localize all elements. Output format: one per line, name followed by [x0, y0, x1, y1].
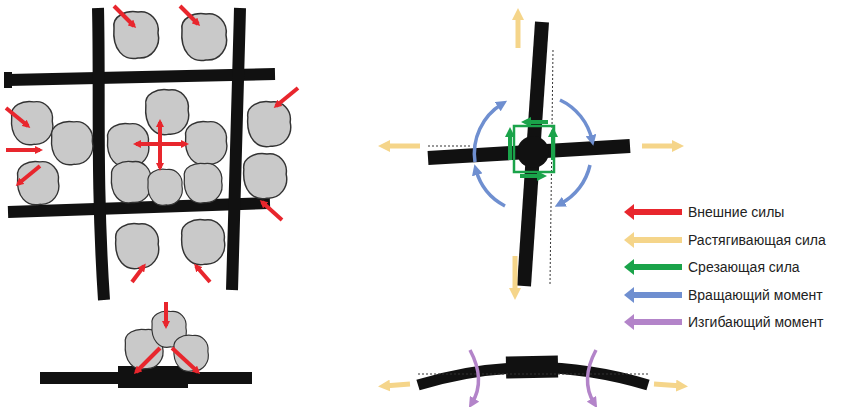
bending-bar — [384, 350, 682, 403]
legend-text: Внешние силы — [688, 202, 784, 222]
legend-text: Вращающий момент — [688, 285, 823, 305]
bottom-grid-bar — [40, 302, 252, 388]
legend-swatch — [624, 314, 684, 330]
junction — [428, 22, 630, 286]
shear-arrows — [510, 122, 554, 176]
stones — [11, 12, 290, 269]
legend-swatch — [624, 232, 684, 248]
legend-swatch — [624, 204, 684, 220]
tensile-arrows — [384, 14, 678, 294]
legend-text: Изгибающий момент — [688, 312, 823, 332]
legend-text: Срезающая сила — [688, 257, 800, 277]
legend-swatch — [624, 259, 684, 275]
torque-arrows — [474, 100, 592, 206]
external-force-arrows — [6, 6, 298, 282]
legend-text: Растягивающая сила — [688, 230, 826, 250]
geogrid-mesh — [8, 8, 275, 300]
legend-swatch — [624, 287, 684, 303]
